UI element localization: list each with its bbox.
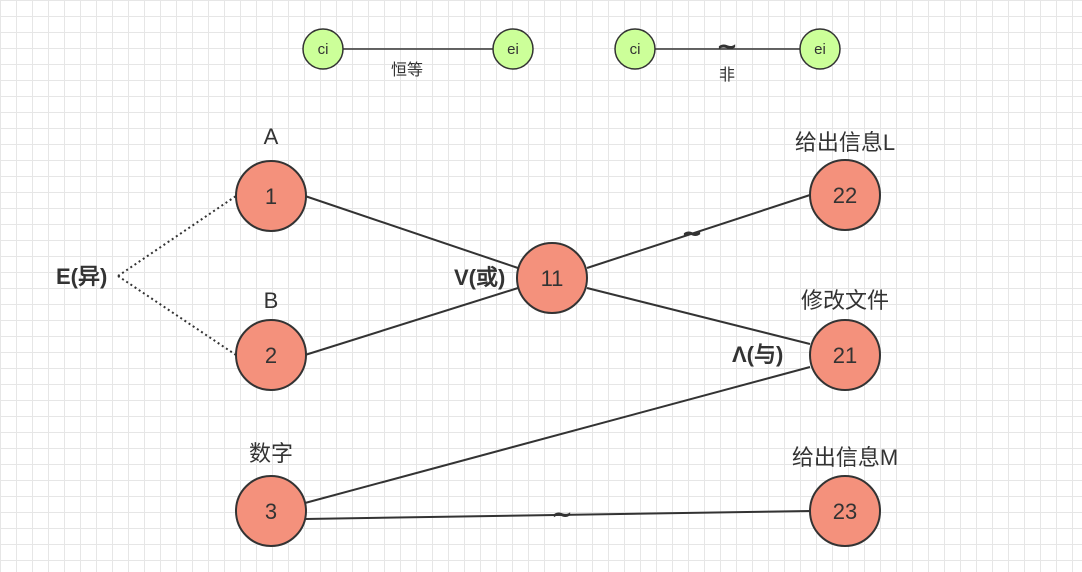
node-22-label: 给出信息L: [795, 130, 895, 155]
operator-not-to-22: ~: [681, 219, 703, 249]
node-1-id: 1: [265, 184, 277, 209]
legend-negation: ci ei ~ 非: [614, 28, 841, 84]
legend-negation-cause-label: ci: [630, 41, 641, 58]
node-3-label: 数字: [249, 441, 293, 466]
node-3: [235, 475, 307, 547]
operator-exclusive: E(异): [56, 264, 107, 289]
node-23-id: 23: [833, 499, 857, 524]
operator-not-to-23: ~: [551, 500, 573, 530]
node-3-id: 3: [265, 499, 277, 524]
node-22-id: 22: [833, 183, 857, 208]
node-1-label: A: [264, 124, 279, 149]
edge-exclusive-to-2: [117, 275, 237, 356]
node-23-label: 给出信息M: [792, 445, 898, 470]
node-22: [809, 159, 881, 231]
node-11-id: 11: [541, 266, 564, 291]
edge-exclusive-to-1: [117, 195, 237, 277]
edge-11-to-22: [586, 194, 811, 269]
node-2-id: 2: [265, 343, 277, 368]
legend-identity-effect-node: [492, 28, 534, 70]
legend-negation-symbol: ~: [716, 32, 738, 62]
operator-or: V(或): [454, 265, 505, 290]
legend-identity-label: 恒等: [391, 61, 423, 79]
legend-identity-cause-label: ci: [318, 41, 329, 58]
node-1: [235, 160, 307, 232]
edge-1-to-11: [304, 195, 519, 269]
legend-negation-label: 非: [719, 66, 735, 84]
edge-11-to-21: [586, 287, 811, 345]
node-21: [809, 319, 881, 391]
node-21-label: 修改文件: [801, 288, 889, 313]
edge-3-to-21: [304, 366, 811, 504]
node-21-id: 21: [833, 343, 857, 368]
legend-identity: ci ei 恒等: [302, 28, 534, 79]
legend-identity-effect-label: ei: [507, 41, 519, 58]
node-11: [516, 242, 588, 314]
legend-identity-cause-node: [302, 28, 344, 70]
legend-negation-cause-node: [614, 28, 656, 70]
operator-and: Λ(与): [732, 342, 783, 367]
node-23: [809, 475, 881, 547]
edge-3-to-23: [304, 510, 811, 520]
edge-2-to-11: [304, 287, 519, 356]
legend-negation-effect-label: ei: [814, 41, 826, 58]
legend-negation-effect-node: [799, 28, 841, 70]
node-2: [235, 319, 307, 391]
node-2-label: B: [264, 288, 279, 313]
